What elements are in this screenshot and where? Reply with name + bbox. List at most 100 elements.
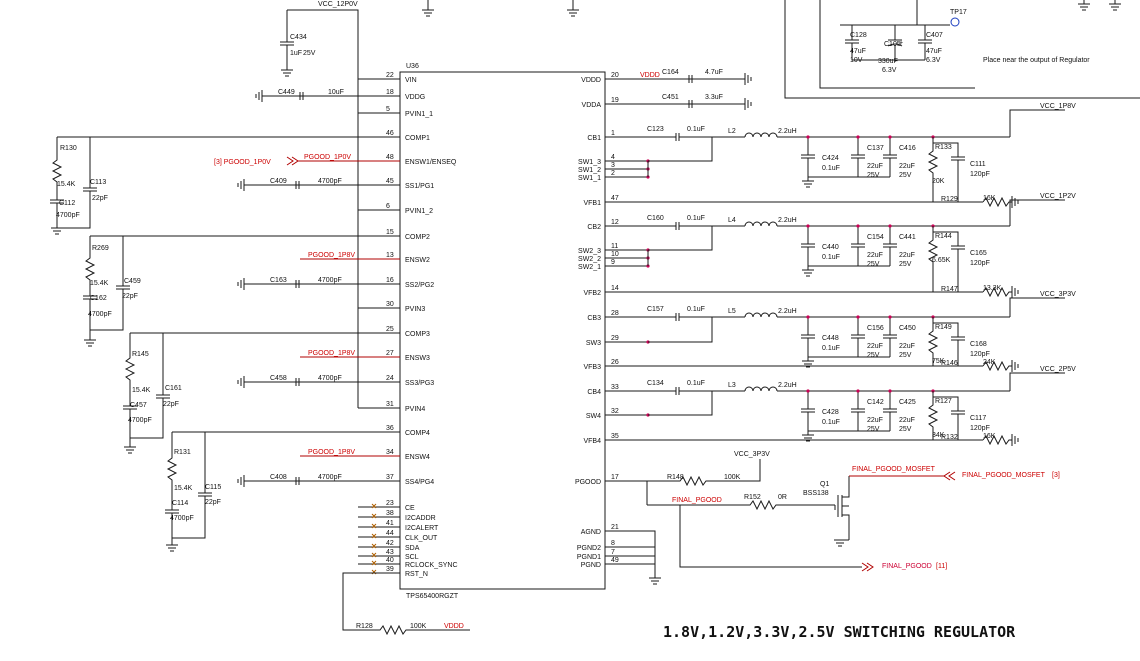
pin-number: 23 [386, 500, 394, 507]
svg-text:22uF: 22uF [867, 417, 883, 424]
svg-text:100K: 100K [410, 623, 427, 630]
svg-text:PGOOD_1P8V: PGOOD_1P8V [308, 350, 355, 357]
svg-text:22uF: 22uF [899, 417, 915, 424]
pin-name: CB4 [587, 389, 601, 396]
pin-number: 2 [611, 170, 615, 177]
ground-pins [605, 530, 662, 585]
svg-text:BSS138: BSS138 [803, 490, 829, 497]
pin-name: RST_N [405, 571, 428, 578]
svg-text:6.65K: 6.65K [932, 257, 951, 264]
svg-text:4700pF: 4700pF [318, 277, 342, 284]
svg-text:47uF: 47uF [926, 48, 942, 55]
pin-number: 38 [386, 510, 394, 517]
svg-text:120pF: 120pF [970, 425, 990, 432]
svg-text:C457: C457 [130, 402, 147, 409]
svg-text:25V: 25V [899, 426, 912, 433]
u36-part: TPS65400RGZT [406, 593, 459, 600]
svg-text:R147: R147 [941, 286, 958, 293]
pin-name: PVIN1_1 [405, 111, 433, 118]
pin-name: CB1 [587, 135, 601, 142]
svg-text:Q1: Q1 [820, 481, 829, 488]
svg-text:2.2uH: 2.2uH [778, 382, 797, 389]
placement-note: Place near the output of Regulator [983, 57, 1090, 64]
pin-number: 44 [386, 530, 394, 537]
pin-number: 47 [611, 195, 619, 202]
pin-number: 34 [386, 449, 394, 456]
pin-number: 19 [611, 97, 619, 104]
pin-name: COMP2 [405, 234, 430, 241]
output-cap-box: TP17 C128 47uF 10V C105 + 330uF 6.3V C40… [784, 0, 1140, 99]
svg-text:1uF: 1uF [290, 50, 302, 57]
pin-number: 20 [611, 72, 619, 79]
pin-name: COMP4 [405, 430, 430, 437]
pin-number: 24 [386, 375, 394, 382]
svg-text:25V: 25V [867, 426, 880, 433]
tp17-label: TP17 [950, 9, 967, 16]
pin-number: 37 [386, 474, 394, 481]
svg-text:VCC_3P3V: VCC_3P3V [734, 451, 770, 458]
svg-text:0.1uF: 0.1uF [687, 306, 705, 313]
svg-text:C162: C162 [90, 295, 107, 302]
pin-number: 39 [386, 566, 394, 573]
c128-cap: C128 47uF 10V [845, 25, 867, 64]
svg-text:C416: C416 [899, 145, 916, 152]
svg-text:2.2uH: 2.2uH [778, 308, 797, 315]
pin-name: COMP3 [405, 331, 430, 338]
svg-text:22uF: 22uF [899, 343, 915, 350]
pin-name: SW1_2 [578, 167, 601, 174]
pin-name: AGND [581, 529, 601, 536]
svg-text:25V: 25V [867, 172, 880, 179]
svg-text:PGOOD_1P8V: PGOOD_1P8V [308, 252, 355, 259]
svg-text:C434: C434 [290, 34, 307, 41]
svg-text:R146: R146 [941, 360, 958, 367]
pin-number: 42 [386, 540, 394, 547]
pin-number: 5 [386, 106, 390, 113]
pin-number: 25 [386, 326, 394, 333]
svg-text:+: + [899, 40, 903, 47]
svg-text:C142: C142 [867, 399, 884, 406]
svg-text:6.3V: 6.3V [882, 67, 897, 74]
svg-text:4.7uF: 4.7uF [705, 69, 723, 76]
pin-name: SW2_1 [578, 264, 601, 271]
svg-text:L5: L5 [728, 308, 736, 315]
svg-text:0.1uF: 0.1uF [687, 215, 705, 222]
pin-name: PGND2 [577, 545, 601, 552]
pin-number: 7 [611, 549, 615, 556]
svg-text:C440: C440 [822, 244, 839, 251]
pin-number: 12 [611, 219, 619, 226]
pin-name: VFB2 [583, 290, 601, 297]
pin-number: 29 [611, 335, 619, 342]
svg-text:4700pF: 4700pF [318, 375, 342, 382]
svg-text:C115: C115 [205, 484, 221, 491]
svg-text:R148: R148 [667, 474, 684, 481]
svg-text:25V: 25V [899, 172, 912, 179]
ensw-nets: [3] PGOOD_1P0V PGOOD_1P0V PGOOD_1P8V PGO… [214, 154, 400, 457]
pin-name: VFB3 [583, 364, 601, 371]
svg-text:R127: R127 [935, 398, 952, 405]
pin-number: 14 [611, 285, 619, 292]
pin-number: 4 [611, 154, 615, 161]
pin-number: 28 [611, 310, 619, 317]
pin-name: RCLOCK_SYNC [405, 562, 458, 569]
svg-text:FINAL_PGOOD: FINAL_PGOOD [882, 563, 932, 570]
vin-section: VCC_12P0V C434 1uF 25V C449 10uF [255, 1, 400, 409]
svg-text:C112: C112 [59, 200, 75, 207]
svg-text:C154: C154 [867, 234, 884, 241]
pin-number: 35 [611, 433, 619, 440]
svg-text:VCC_1P2V: VCC_1P2V [1040, 193, 1076, 200]
pin-name: VDDD [581, 77, 601, 84]
u36-ref: U36 [406, 63, 419, 70]
svg-text:C123: C123 [647, 126, 664, 133]
svg-text:4700pF: 4700pF [170, 515, 194, 522]
svg-text:R144: R144 [935, 233, 952, 240]
svg-text:25V: 25V [899, 352, 912, 359]
page-title: 1.8V,1.2V,3.3V,2.5V SWITCHING REGULATOR [663, 623, 1016, 641]
pin-name: SW2_2 [578, 256, 601, 263]
pin-name: VIN [405, 77, 417, 84]
c407-cap: C407 47uF 6.3V [918, 25, 943, 64]
svg-text:C407: C407 [926, 32, 943, 39]
svg-text:VDDD: VDDD [640, 72, 660, 79]
